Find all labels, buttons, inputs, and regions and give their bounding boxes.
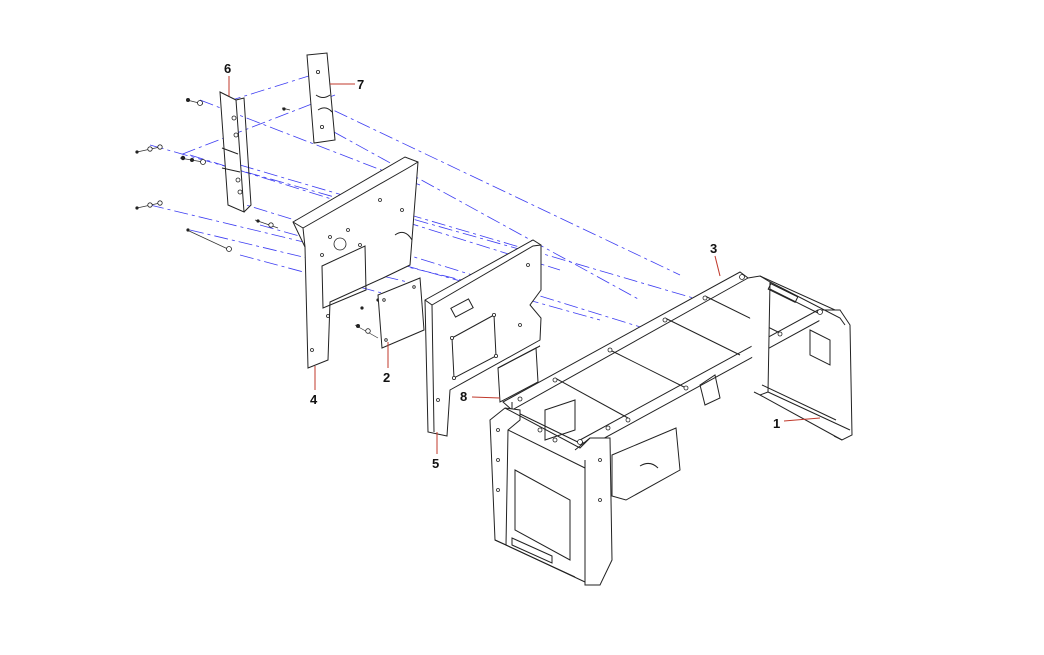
callout-7: 7 [357, 77, 364, 92]
bolt-2 [135, 144, 163, 154]
part-7-strap [306, 52, 336, 144]
part-5-plate [424, 239, 542, 437]
callout-2: 2 [383, 370, 390, 385]
bolt-6 [281, 107, 291, 111]
part-6-bracket [219, 91, 252, 213]
callout-3: 3 [710, 241, 717, 256]
callout-6: 6 [224, 61, 231, 76]
part-2-plate [377, 277, 425, 349]
leader-lines [228, 76, 821, 454]
bolt-3 [179, 155, 206, 165]
callouts: 6 7 3 1 2 4 5 8 [224, 61, 780, 471]
fastener-set [135, 98, 380, 339]
bolt-5 [186, 228, 232, 252]
part-3-main-frame [489, 271, 853, 586]
bolt-7 [254, 219, 279, 229]
bolt-1 [186, 98, 204, 106]
part-8-panel [497, 345, 541, 403]
callout-4: 4 [310, 392, 318, 407]
callout-1: 1 [773, 416, 780, 431]
callout-5: 5 [432, 456, 439, 471]
callout-8: 8 [460, 389, 467, 404]
bolt-4 [135, 200, 163, 210]
bolt-9 [360, 298, 380, 310]
bolt-8 [354, 324, 379, 339]
part-4-side-plate [292, 156, 419, 369]
